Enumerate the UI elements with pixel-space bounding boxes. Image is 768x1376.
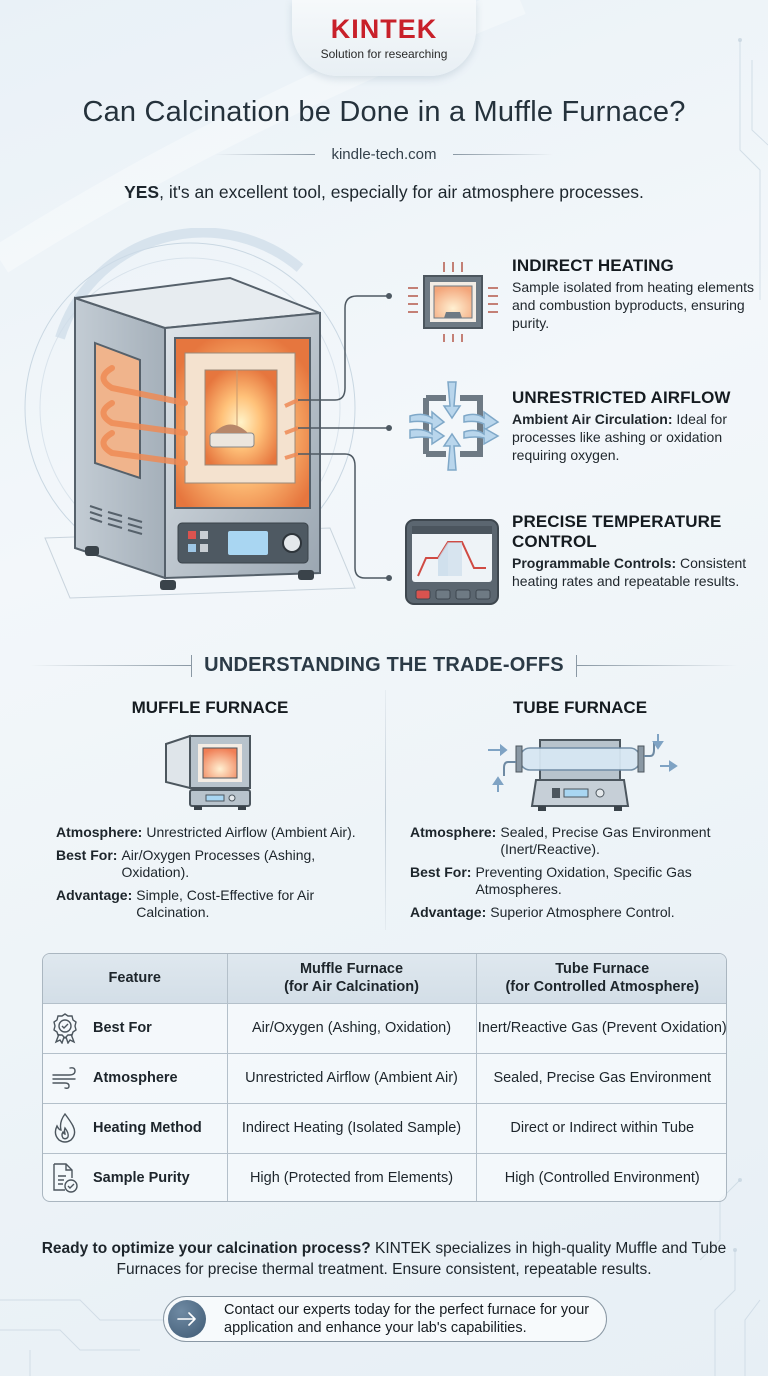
- cta-text: Ready to optimize your calcination proce…: [30, 1238, 738, 1280]
- feature-unrestricted-airflow: UNRESTRICTED AIRFLOW Ambient Air Circula…: [404, 378, 768, 474]
- spec-advantage: Advantage:Superior Atmosphere Control.: [410, 904, 675, 920]
- feature-title: INDIRECT HEATING: [512, 256, 674, 275]
- muffle-furnace-column: MUFFLE FURNACE Atmosphere:Unrestricted A…: [40, 698, 380, 921]
- spec-best-for: Best For:Air/Oxygen Processes (Ashing, O…: [56, 847, 316, 880]
- feature-description: Sample isolated from heating elements an…: [512, 279, 755, 331]
- column-divider: [385, 690, 386, 930]
- cell-tube: Sealed, Precise Gas Environment: [476, 1053, 726, 1104]
- table-row: Heating Method Indirect Heating (Isolate…: [43, 1103, 726, 1154]
- answer-text: , it's an excellent tool, especially for…: [159, 182, 644, 202]
- spec-atmosphere: Atmosphere:Unrestricted Airflow (Ambient…: [56, 824, 356, 840]
- feature-title: UNRESTRICTED AIRFLOW: [512, 388, 731, 407]
- table-row: Atmosphere Unrestricted Airflow (Ambient…: [43, 1053, 726, 1104]
- divider-line: [576, 665, 739, 666]
- cell-tube: Inert/Reactive Gas (Prevent Oxidation): [476, 1003, 726, 1054]
- feature-precise-temperature-control: PRECISE TEMPERATURE CONTROL Programmable…: [404, 512, 768, 608]
- tube-furnace-column: TUBE FURNACE Atmosphere:Sealed, Precise …: [400, 698, 760, 921]
- header-muffle-furnace: Muffle Furnace(for Air Calcination): [227, 954, 477, 1004]
- arrow-right-icon: [168, 1300, 206, 1338]
- muffle-furnace-illustration: [24, 228, 392, 599]
- spec-atmosphere: Atmosphere:Sealed, Precise Gas Environme…: [410, 824, 711, 857]
- table-row: Best For Air/Oxygen (Ashing, Oxidation) …: [43, 1003, 726, 1054]
- contact-experts-label: Contact our experts today for the perfec…: [224, 1302, 590, 1336]
- divider-line: [30, 665, 192, 666]
- logo-wordmark: KINTEK: [330, 13, 438, 44]
- feature-title: PRECISE TEMPERATURE CONTROL: [512, 512, 722, 551]
- site-row: kindle-tech.com: [0, 146, 768, 163]
- cell-tube: High (Controlled Environment): [504, 1170, 700, 1187]
- award-ribbon-icon: [53, 1013, 77, 1044]
- cta-body: KINTEK specializes in high-quality Muffl…: [116, 1240, 727, 1278]
- column-title: TUBE FURNACE: [512, 698, 648, 717]
- table-header-row: Feature Muffle Furnace(for Air Calcinati…: [43, 954, 726, 1004]
- column-title: MUFFLE FURNACE: [131, 698, 289, 717]
- feature-description: Ambient Air Circulation: Ideal for proce…: [512, 411, 727, 463]
- header-tube-furnace: Tube Furnace(for Controlled Atmosphere): [476, 954, 726, 1004]
- divider-line: [452, 154, 553, 155]
- contact-experts-button[interactable]: Contact our experts today for the perfec…: [163, 1296, 607, 1342]
- page-title: Can Calcination be Done in a Muffle Furn…: [82, 96, 686, 128]
- flame-icon: [54, 1112, 76, 1143]
- feature-indirect-heating: INDIRECT HEATING Sample isolated from he…: [404, 248, 768, 344]
- table-row: Sample Purity High (Protected from Eleme…: [43, 1153, 726, 1201]
- cell-muffle: Air/Oxygen (Ashing, Oxidation): [227, 1003, 477, 1054]
- feature-description: Programmable Controls: Consistent heatin…: [512, 555, 747, 589]
- spec-best-for: Best For:Preventing Oxidation, Specific …: [410, 864, 692, 897]
- answer-yes: YES: [124, 182, 160, 202]
- brand-logo[interactable]: KINTEK Solution for researching: [292, 0, 476, 76]
- site-url[interactable]: kindle-tech.com: [331, 146, 437, 163]
- cell-tube: Direct or Indirect within Tube: [476, 1103, 726, 1154]
- document-check-icon: [53, 1163, 78, 1193]
- tradeoffs-heading: UNDERSTANDING THE TRADE-OFFS: [30, 654, 739, 677]
- cell-muffle: Indirect Heating (Isolated Sample): [227, 1103, 477, 1154]
- section-title: UNDERSTANDING THE TRADE-OFFS: [204, 654, 564, 676]
- indirect-heating-icon: [408, 262, 498, 342]
- muffle-furnace-icon: [165, 734, 251, 810]
- divider-line: [215, 154, 316, 155]
- comparison-table: Feature Muffle Furnace(for Air Calcinati…: [42, 953, 727, 1202]
- divider-bar: [575, 654, 577, 677]
- wind-icon: [52, 1067, 76, 1089]
- cell-muffle: Unrestricted Airflow (Ambient Air): [227, 1053, 477, 1104]
- tube-furnace-icon: [488, 734, 678, 811]
- answer-summary: YES, it's an excellent tool, especially …: [0, 182, 768, 203]
- temperature-control-icon: [405, 519, 499, 605]
- cell-muffle: High (Protected from Elements): [227, 1153, 477, 1201]
- cta-question: Ready to optimize your calcination proce…: [41, 1240, 371, 1257]
- divider-bar: [191, 654, 193, 677]
- spec-advantage: Advantage:Simple, Cost-Effective for Air…: [56, 887, 315, 920]
- logo-tagline: Solution for researching: [320, 46, 448, 61]
- airflow-icon: [409, 381, 500, 471]
- header-feature: Feature: [43, 954, 228, 1004]
